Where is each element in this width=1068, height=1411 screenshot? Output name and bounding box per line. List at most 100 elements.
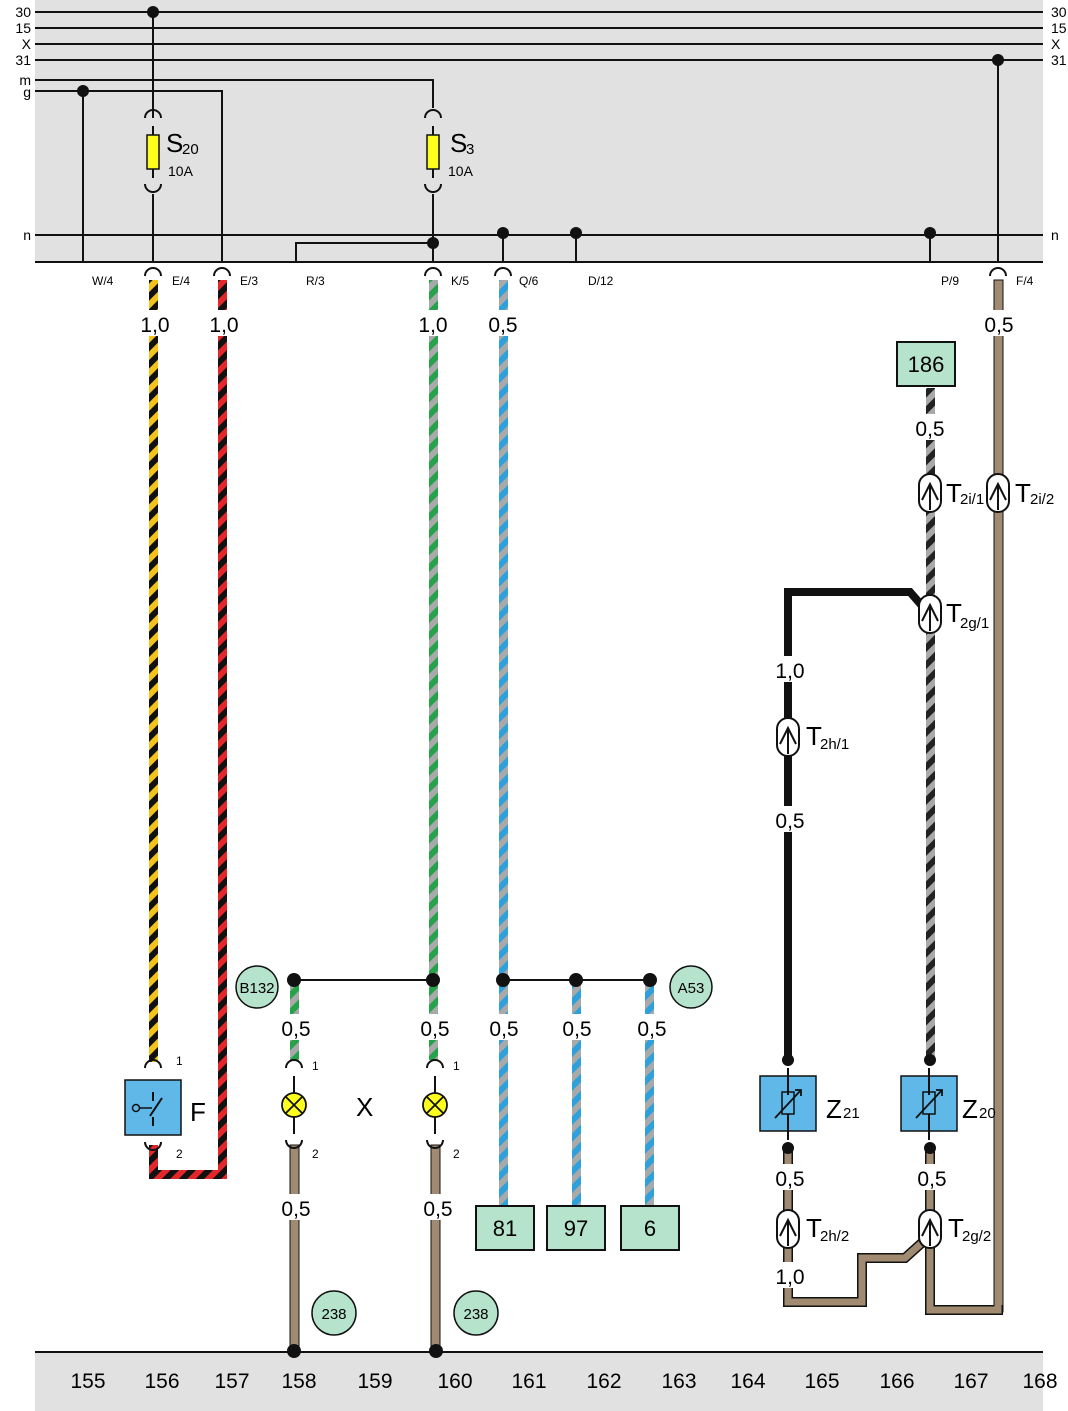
bus-label-15-right: 15 <box>1051 20 1067 36</box>
ref-box-81-label: 81 <box>493 1216 517 1241</box>
gauge-163: 0,5 <box>637 1018 666 1041</box>
wire-167 <box>993 279 1004 1313</box>
component-z20: Z 20 <box>900 1068 996 1140</box>
connector-t2i1-pin: 2i/1 <box>960 491 984 508</box>
fuse-s3: S 3 10A <box>424 109 474 193</box>
gauge-165c: 0,5 <box>775 1168 804 1191</box>
ref-circle-b132-label: B132 <box>239 980 274 997</box>
component-z21: Z 21 <box>759 1068 860 1140</box>
ref-circle-a53 <box>669 965 713 1009</box>
fuse-s20: S 20 10A <box>144 108 199 193</box>
connector-t2g1-label: T <box>946 598 962 628</box>
gauge-161b: 0,5 <box>489 1018 518 1041</box>
terminal-q6: Q/6 <box>519 274 539 288</box>
connector-t2h1-pin: 2h/1 <box>820 736 849 753</box>
gauge-162: 0,5 <box>562 1018 591 1041</box>
ref-circle-238-right-label: 238 <box>463 1306 488 1323</box>
connector-t2h1: T 2h/1 <box>776 717 849 757</box>
connector-t2g2-pin: 2g/2 <box>962 1228 991 1245</box>
track-158: 158 <box>281 1370 316 1393</box>
track-161: 161 <box>511 1370 546 1393</box>
wire-161 <box>499 280 508 1205</box>
connector-t2g1: T 2g/1 <box>918 594 989 634</box>
component-f-pin1: 1 <box>176 1054 183 1068</box>
track-164: 164 <box>730 1370 765 1393</box>
track-155: 155 <box>70 1370 105 1393</box>
connector-t2i2: T 2i/2 <box>986 473 1054 513</box>
wires <box>149 279 1004 1354</box>
connector-t2g1-pin: 2g/1 <box>960 615 989 632</box>
bus-r3 <box>295 242 433 262</box>
terminal-k5: K/5 <box>451 274 469 288</box>
terminal-e3: E/3 <box>240 274 258 288</box>
connector-t2i1-label: T <box>946 478 962 508</box>
gauge-158c: 0,5 <box>281 1198 310 1221</box>
wire-156 <box>149 280 158 1062</box>
component-f: F 1 2 <box>124 1054 206 1161</box>
gauge-160b: 0,5 <box>420 1018 449 1041</box>
gauge-161: 0,5 <box>488 314 517 337</box>
reference-boxes: 186 81 97 6 <box>475 341 956 1251</box>
connector-t2h1-label: T <box>806 721 822 751</box>
bus-g <box>35 90 223 262</box>
bus-label-n: n <box>23 227 31 243</box>
track-167: 167 <box>953 1370 988 1393</box>
connector-t2i1: T 2i/1 <box>918 473 984 513</box>
ref-box-186-label: 186 <box>908 352 945 377</box>
gauge-166c: 0,5 <box>917 1168 946 1191</box>
ref-circle-b132 <box>235 965 279 1009</box>
component-f-pin2: 2 <box>176 1147 183 1161</box>
connector-t2i2-pin: 2i/2 <box>1030 491 1054 508</box>
terminal-symbols <box>144 267 1007 277</box>
lamp-160-pin1: 1 <box>453 1059 460 1073</box>
ref-circle-238-left-label: 238 <box>321 1306 346 1323</box>
wire-157-return <box>149 1170 227 1179</box>
bus-label-31: 31 <box>15 52 31 68</box>
ref-circle-238-left <box>311 1290 357 1336</box>
connector-t2i2-label: T <box>1015 478 1031 508</box>
fuse-s3-label: S <box>450 128 467 158</box>
switch-icon <box>131 1103 141 1113</box>
fuse-s20-number: 20 <box>182 141 199 158</box>
connector-t2g2: T 2g/2 <box>918 1209 991 1249</box>
fuse-s20-label: S <box>166 128 183 158</box>
wire-158-ground <box>289 1144 300 1354</box>
bus-label-n-right: n <box>1051 227 1059 243</box>
track-157: 157 <box>214 1370 249 1393</box>
wire-166 <box>926 388 935 1060</box>
component-f-label: F <box>190 1097 206 1127</box>
fuse-s20-rating: 10A <box>168 163 194 179</box>
gauge-186: 0,5 <box>915 418 944 441</box>
reference-circles: B132 A53 238 238 <box>235 965 713 1336</box>
terminal-f4: F/4 <box>1016 274 1034 288</box>
lamp-158: 1 2 <box>281 1059 319 1161</box>
track-numbers: 155 156 157 158 159 160 161 162 163 164 … <box>70 1370 1057 1393</box>
ref-box-81 <box>475 1205 535 1251</box>
bus-label-30-right: 30 <box>1051 4 1067 20</box>
connector-t2h2: T 2h/2 <box>776 1209 849 1249</box>
gauge-167: 0,5 <box>984 314 1013 337</box>
track-165: 165 <box>804 1370 839 1393</box>
wire-162 <box>572 985 581 1205</box>
lamp-160-pin2: 2 <box>453 1147 460 1161</box>
ref-box-6 <box>620 1205 680 1251</box>
gauge-165a: 1,0 <box>775 660 804 683</box>
ref-box-97-label: 97 <box>564 1216 588 1241</box>
component-x-label: X <box>356 1092 373 1122</box>
connector-t2g2-label: T <box>948 1213 964 1243</box>
lamp-158-pin1: 1 <box>312 1059 319 1073</box>
lamp-158-pin2: 2 <box>312 1147 319 1161</box>
ref-circle-238-right <box>453 1290 499 1336</box>
terminal-labels: W/4 E/4 E/3 R/3 K/5 Q/6 D/12 P/9 F/4 <box>92 274 1034 288</box>
track-163: 163 <box>661 1370 696 1393</box>
component-z21-number: 21 <box>843 1105 860 1122</box>
ref-box-186 <box>896 341 956 387</box>
terminal-e4: E/4 <box>172 274 190 288</box>
bus-label-31-right: 31 <box>1051 52 1067 68</box>
wire-gauges: 1,0 1,0 1,0 0,5 0,5 0,5 1,0 0,5 0,5 0,5 … <box>135 310 1019 1289</box>
component-z21-label: Z <box>826 1094 842 1124</box>
fuse-box-panel <box>35 0 1043 262</box>
fuse-s3-rating: 10A <box>448 163 474 179</box>
connector-t2h2-label: T <box>806 1213 822 1243</box>
